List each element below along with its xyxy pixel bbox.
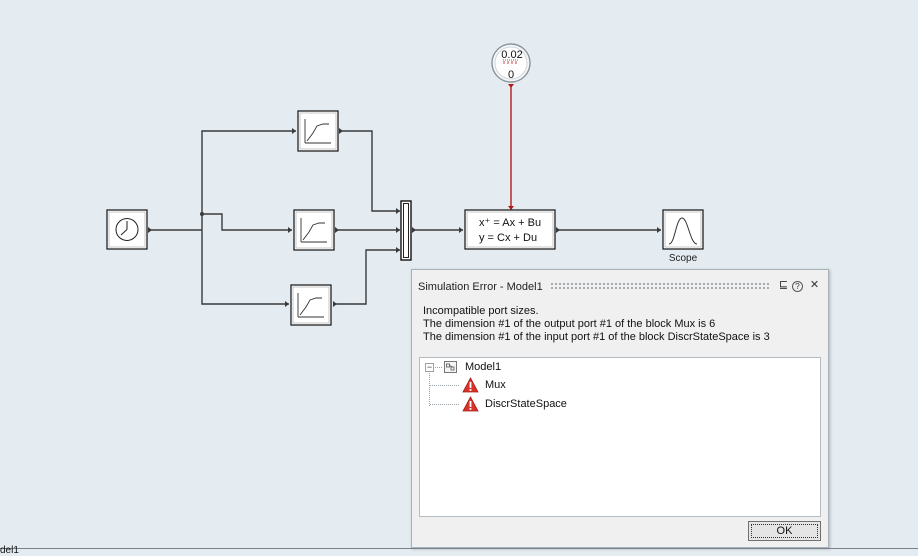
warning-icon xyxy=(462,377,479,393)
lookup-block-mid[interactable] xyxy=(293,209,335,251)
mux-block[interactable] xyxy=(400,200,412,261)
scope-wave-icon xyxy=(668,217,698,245)
error-message: Incompatible port sizes. The dimension #… xyxy=(423,305,770,344)
ss-equation-output: y = Cx + Du xyxy=(479,232,537,244)
wire-split-bottom xyxy=(201,230,289,305)
wire-top-to-mux xyxy=(339,130,400,212)
status-bar-text: del1 xyxy=(0,545,19,556)
lookup-curve-icon xyxy=(300,218,327,243)
warning-icon xyxy=(462,396,479,412)
tree-item-mux[interactable]: Mux xyxy=(485,379,506,391)
sample-time-block[interactable]: 0.02 0 xyxy=(491,43,531,83)
error-line-1: Incompatible port sizes. xyxy=(423,305,539,317)
collapse-icon[interactable]: − xyxy=(425,362,434,372)
help-icon[interactable]: ? xyxy=(792,281,803,292)
error-tree[interactable]: − Model1 Mux DiscrStateSpace xyxy=(419,357,821,517)
scope-label: Scope xyxy=(669,253,698,264)
lookup-curve-icon xyxy=(297,293,324,318)
discr-state-space-block[interactable]: x⁺ = Ax + Bu y = Cx + Du xyxy=(464,209,556,250)
sample-ticks-icon xyxy=(503,59,519,64)
dialog-title: Simulation Error - Model1 xyxy=(418,281,543,293)
lookup-block-top[interactable] xyxy=(297,110,339,152)
dialog-drag-handle[interactable] xyxy=(550,282,770,291)
lookup-curve-icon xyxy=(304,119,331,144)
tree-item-discr-state-space[interactable]: DiscrStateSpace xyxy=(485,398,567,410)
error-line-2: The dimension #1 of the output port #1 o… xyxy=(423,318,716,330)
clock-block[interactable] xyxy=(106,209,148,250)
param-wire-arrow xyxy=(508,206,514,210)
scope-block[interactable]: Scope xyxy=(662,209,704,264)
signal-wires xyxy=(148,130,661,305)
pin-icon[interactable]: ⊑ xyxy=(778,279,789,291)
ok-button[interactable]: OK xyxy=(748,521,821,541)
wire-arrowheads xyxy=(148,128,661,307)
close-icon[interactable]: ✕ xyxy=(809,279,820,291)
status-bar-divider xyxy=(0,548,918,549)
sample-time-value: 0.02 xyxy=(501,49,522,61)
sample-offset-value: 0 xyxy=(508,69,514,81)
wire-split-top xyxy=(201,130,296,230)
ss-equation-state: x⁺ = Ax + Bu xyxy=(479,217,541,229)
param-wire-source-arrow xyxy=(508,84,514,88)
branch-point xyxy=(200,212,204,216)
error-line-3: The dimension #1 of the input port #1 of… xyxy=(423,331,770,343)
wire-bottom-to-mux xyxy=(333,249,400,305)
wire-split-mid xyxy=(202,213,292,231)
simulation-error-dialog: Simulation Error - Model1 ⊑ ? ✕ Incompat… xyxy=(411,269,829,548)
lookup-block-bottom[interactable] xyxy=(290,284,332,326)
tree-root-model[interactable]: Model1 xyxy=(465,361,502,373)
model-icon xyxy=(444,361,457,373)
